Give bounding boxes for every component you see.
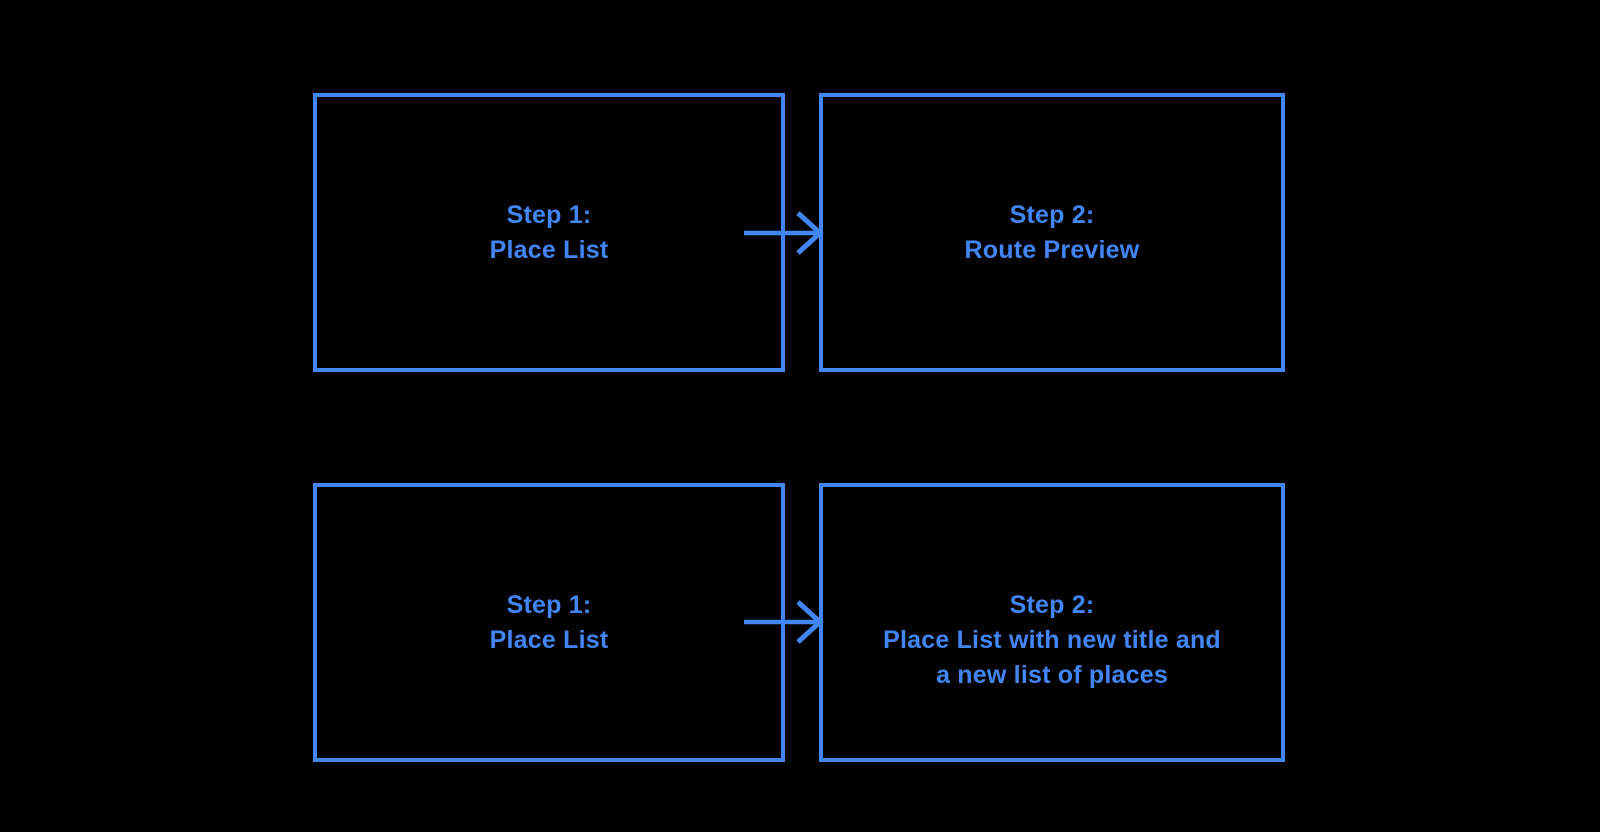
- box-label-line: Step 1:: [506, 201, 592, 229]
- box-label-line: Route Preview: [964, 236, 1140, 264]
- arrow-right-icon: [744, 600, 824, 644]
- flow-box-step1-bottom: Step 1: Place List: [313, 483, 785, 762]
- flow-box-step2-top: Step 2: Route Preview: [819, 93, 1285, 372]
- arrow-right-icon: [744, 211, 824, 255]
- box-label-line: Place List: [489, 236, 609, 264]
- box-label-line: Place List with new title and: [883, 626, 1221, 654]
- flow-box-step2-bottom: Step 2: Place List with new title and a …: [819, 483, 1285, 762]
- box-label-line: Step 1:: [506, 591, 592, 619]
- box-label-line: Place List: [489, 626, 609, 654]
- box-label-line: Step 2:: [1009, 591, 1095, 619]
- box-label-line: Step 2:: [1009, 201, 1095, 229]
- box-label-line: a new list of places: [936, 661, 1168, 689]
- flow-box-step1-top: Step 1: Place List: [313, 93, 785, 372]
